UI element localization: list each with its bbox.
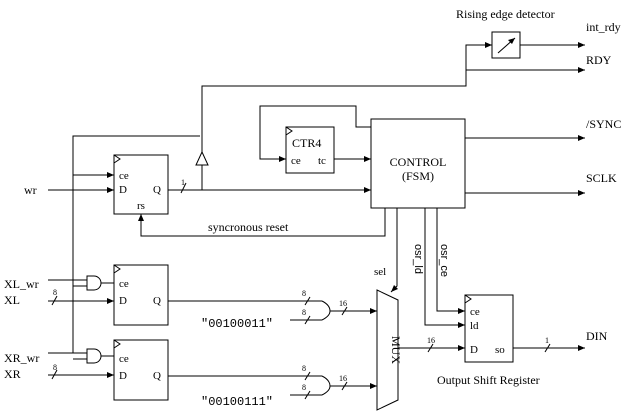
wr-register-block [113,154,169,215]
xl-register-block [113,264,169,326]
xl-input-label: XL [4,293,20,307]
mux-out-width: 16 [427,336,435,345]
xr-input-label: XR [4,367,21,381]
sclk-label: SCLK [586,171,617,185]
c1-width: 8 [302,308,306,317]
xl-and-gate [86,275,102,291]
osr-block [464,294,514,363]
const-00100111: "00100111" [201,395,273,409]
xl-reg-d-pin: D [119,295,127,307]
mux-label: MUX [389,336,403,364]
xl-wr-input-label: XL_wr [4,277,39,291]
wr-q-width: 1 [181,178,185,187]
c2-width: 8 [302,383,306,392]
xr-reg-ce-pin: ce [119,353,129,365]
xr-wr-input-label: XR_wr [4,351,39,365]
din-label: DIN [586,329,608,343]
buffer-triangle [195,150,209,166]
osr-ce-label: osr_ce [438,244,450,277]
control-fsm-block [370,118,466,209]
control-subtitle: (FSM) [402,169,434,183]
ctr4-title: CTR4 [292,136,321,150]
osr-d-pin: D [470,344,478,356]
rdy-to-edge-wire [465,44,492,70]
sync-reset-wire [140,208,386,237]
xl-in-width: 8 [53,288,57,297]
ctr4-ce-pin: ce [291,155,301,167]
xr-and-gate [86,348,102,364]
xr-q-width: 8 [302,364,306,373]
sync-reset-label: syncronous reset [208,220,289,234]
xl-combiner [321,300,331,321]
const-00100011: "00100011" [201,317,273,331]
osr-ce-pin: ce [470,306,480,318]
mux-in2-width: 16 [339,374,347,383]
rising-edge-detector-label: Rising edge detector [456,7,555,21]
ctr4-tc-pin: tc [318,155,326,167]
xr-register-block [113,339,169,401]
sync-label: /SYNC [586,117,621,131]
mux-sel-label: sel [374,266,386,278]
wr-reg-rs-pin: rs [137,200,145,212]
ctr4-block [285,126,335,174]
xr-reg-d-pin: D [119,370,127,382]
wr-reg-ce-pin: ce [119,170,129,182]
osr-so-pin: so [495,344,505,356]
xr-in-width: 8 [53,363,57,372]
osr-ld-pin: ld [470,320,479,332]
osr-ld-wire [424,208,465,326]
int-rdy-label: int_rdy [586,20,621,34]
xr-combiner [321,375,331,396]
xr-reg-q-pin: Q [153,370,161,382]
wr-reg-q-pin: Q [153,184,161,196]
rising-edge-detector [491,31,521,59]
xl-q-width: 8 [302,289,306,298]
mux-block [376,289,399,411]
rdy-feed-wire [201,70,467,152]
mux-in1-width: 16 [339,299,347,308]
mux-sel-wire [390,208,398,293]
wr-input-label: wr [24,183,37,197]
xl-reg-ce-pin: ce [119,278,129,290]
enable-bus-wire [72,135,200,353]
rdy-label: RDY [586,53,612,67]
osr-ld-label: osr_ld [412,244,424,274]
ctr4-ce-loop [259,105,371,160]
xl-reg-q-pin: Q [153,295,161,307]
osr-ce-wire [436,208,465,312]
osr-title: Output Shift Register [437,373,540,387]
wr-reg-d-pin: D [119,184,127,196]
din-width: 1 [545,336,549,345]
control-title: CONTROL [390,155,447,169]
